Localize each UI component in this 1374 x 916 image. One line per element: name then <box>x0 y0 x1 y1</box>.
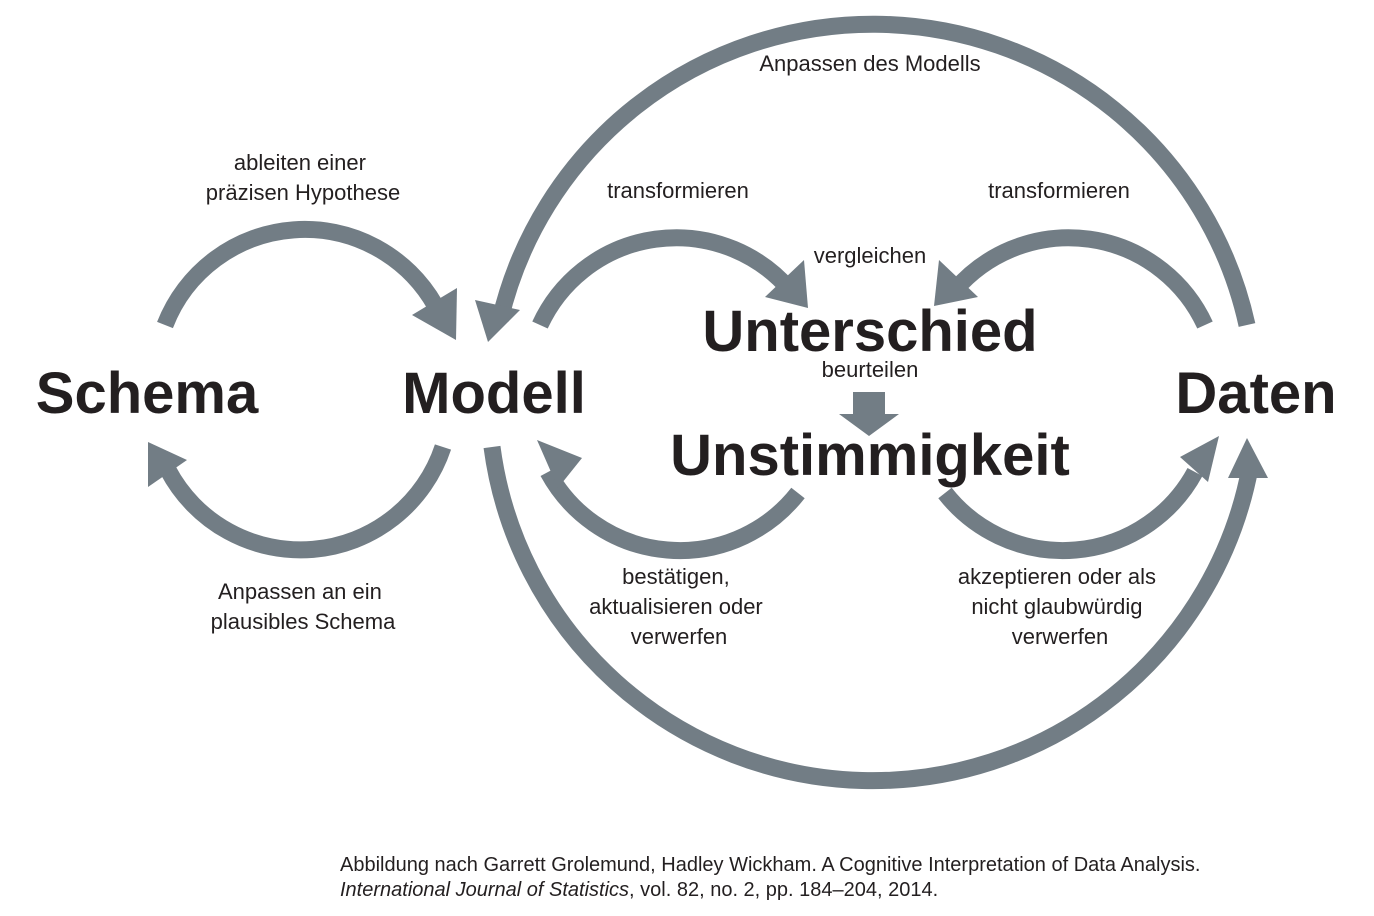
citation-line1: Abbildung nach Garrett Grolemund, Hadley… <box>340 854 1201 876</box>
arrow-modell-to-daten <box>483 438 1268 790</box>
label-transformieren-right: transformieren <box>988 178 1130 203</box>
citation-line2: International Journal of Statistics, vol… <box>340 878 1340 903</box>
arrow-modell-to-schema <box>148 442 452 559</box>
label-bestaetigen: bestätigen, aktualisieren oder verwerfen <box>589 564 769 649</box>
node-schema: Schema <box>36 361 259 426</box>
citation-details: , vol. 82, no. 2, pp. 184–204, 2014. <box>629 879 939 901</box>
arrow-unstimmigkeit-to-modell <box>537 440 805 560</box>
label-ableiten: ableiten einer präzisen Hypothese <box>206 150 400 205</box>
node-daten: Daten <box>1175 361 1336 426</box>
node-modell: Modell <box>402 361 586 426</box>
node-unstimmigkeit: Unstimmigkeit <box>670 423 1070 488</box>
citation: Abbildung nach Garrett Grolemund, Hadley… <box>340 853 1340 903</box>
arrow-unterschied-to-unstimmigkeit <box>839 392 899 436</box>
arrow-unstimmigkeit-to-daten <box>938 436 1219 560</box>
label-transformieren-left: transformieren <box>607 178 749 203</box>
node-unterschied: Unterschied <box>702 299 1037 364</box>
arrow-schema-to-modell <box>157 220 457 340</box>
label-vergleichen: vergleichen <box>814 243 927 268</box>
arrow-daten-to-modell <box>475 15 1256 342</box>
label-anpassen-modell: Anpassen des Modells <box>759 51 980 76</box>
citation-journal: International Journal of Statistics <box>340 879 630 901</box>
label-akzeptieren: akzeptieren oder als nicht glaubwürdig v… <box>958 564 1162 649</box>
label-anpassen-schema: Anpassen an ein plausibles Schema <box>211 579 396 634</box>
label-beurteilen: beurteilen <box>822 357 919 382</box>
arrow-daten-to-unterschied <box>934 229 1213 329</box>
arrow-modell-to-unterschied <box>532 229 808 329</box>
